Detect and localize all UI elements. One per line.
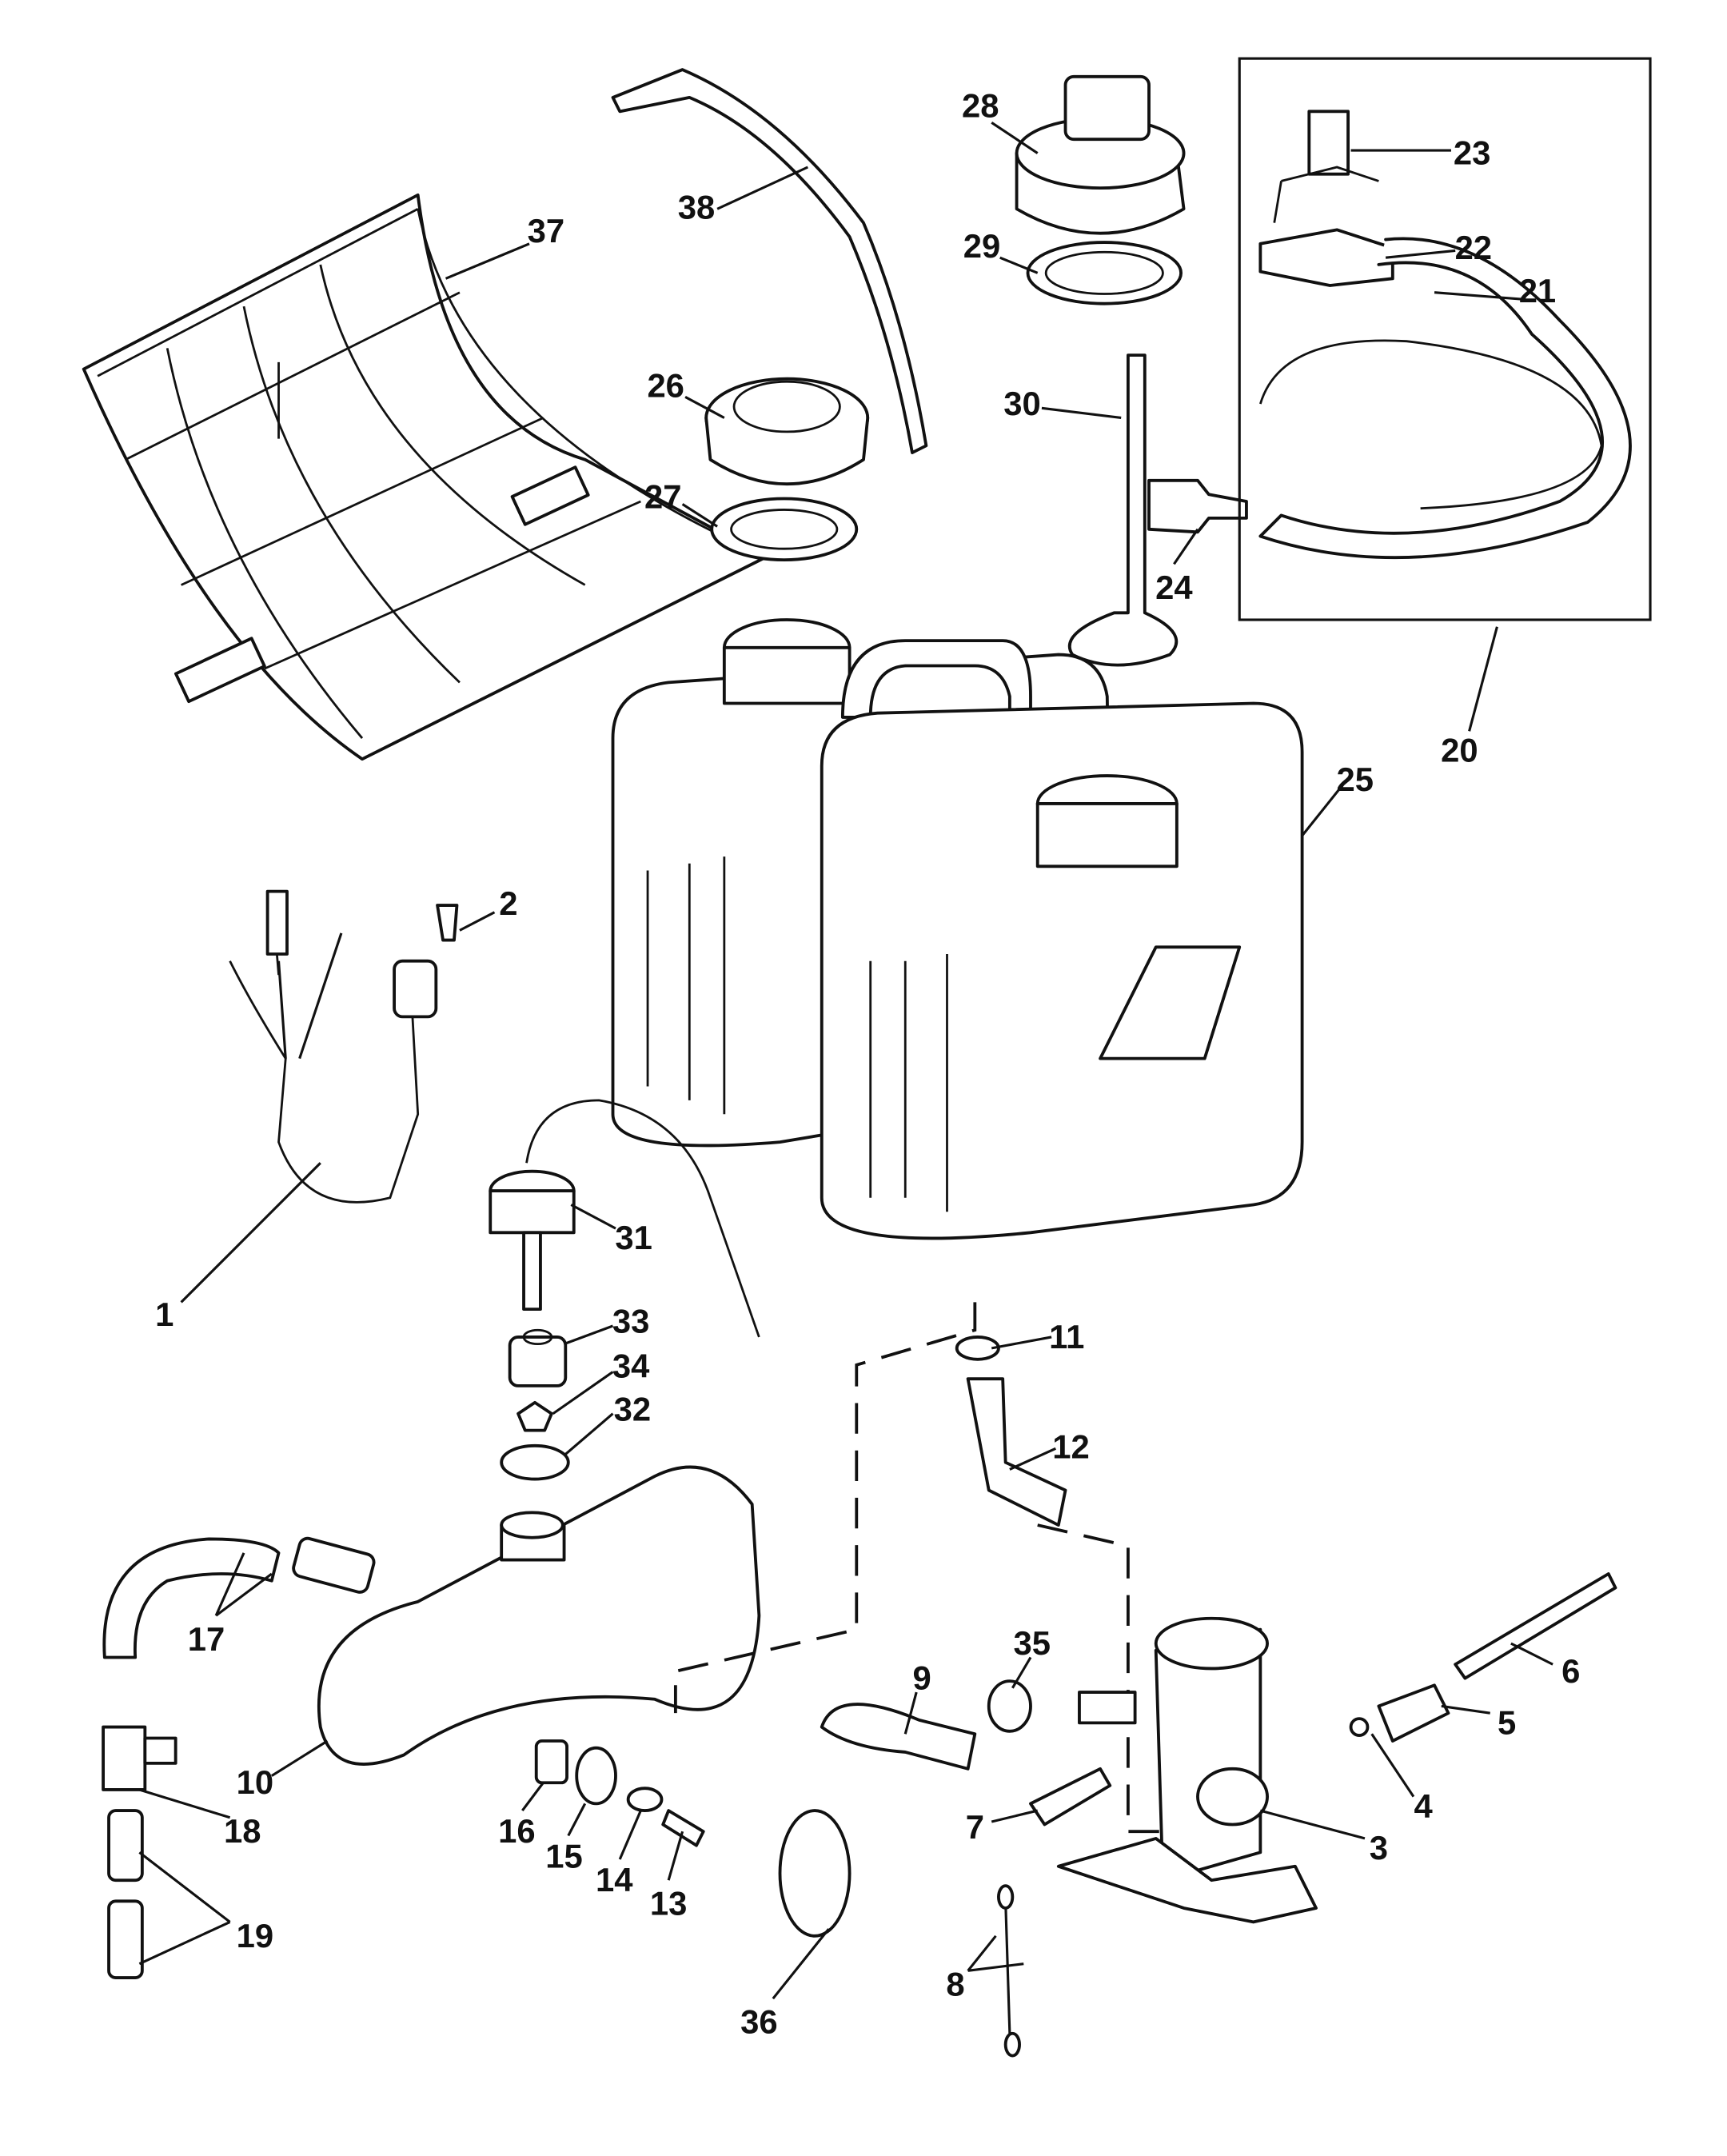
part-shaft-6: [1454, 1572, 1617, 1680]
callout-15: 15: [545, 1837, 582, 1875]
callout-34: 34: [612, 1347, 650, 1384]
callout-6: 6: [1561, 1652, 1580, 1690]
callout-37: 37: [528, 212, 564, 250]
callout-31: 31: [615, 1219, 652, 1256]
part-16: [534, 1739, 568, 1785]
callout-2: 2: [499, 884, 517, 922]
inset-box: [1238, 57, 1652, 621]
part-pickup-cap: [1015, 74, 1186, 235]
part-pickup-tube: [1067, 353, 1179, 667]
part-15: [575, 1746, 617, 1806]
part-oil-pump: [1056, 1616, 1318, 1924]
part-gasket-27: [710, 497, 859, 562]
callout-30: 30: [1003, 385, 1040, 422]
callout-22: 22: [1455, 229, 1492, 266]
callout-13: 13: [650, 1885, 687, 1922]
callout-28: 28: [962, 86, 999, 124]
part-bolt-7: [1029, 1767, 1112, 1827]
part-clamp-11: [955, 1336, 1000, 1361]
part-bushing-5: [1377, 1683, 1450, 1743]
callout-11: 11: [1049, 1318, 1084, 1355]
part-screw-2: [436, 904, 459, 942]
callout-29: 29: [963, 227, 1000, 265]
callout-1: 1: [155, 1296, 173, 1333]
part-oil-reservoir: [102, 1465, 761, 1766]
callout-25: 25: [1337, 761, 1374, 798]
part-clamp-36: [778, 1809, 852, 1938]
callout-26: 26: [647, 366, 684, 404]
callout-3: 3: [1370, 1829, 1388, 1867]
callout-14: 14: [596, 1861, 633, 1898]
part-tee-fitting: [102, 1725, 177, 1979]
callout-35: 35: [1013, 1624, 1050, 1662]
part-gasket-29: [1026, 241, 1183, 305]
callout-19: 19: [237, 1917, 273, 1954]
callout-21: 21: [1519, 272, 1556, 309]
part-fitting-24: [1147, 478, 1248, 534]
part-screw-13: [661, 1809, 705, 1847]
callout-36: 36: [740, 2003, 777, 2041]
callout-24: 24: [1155, 569, 1193, 606]
callout-23: 23: [1454, 134, 1490, 172]
callout-7: 7: [966, 1808, 984, 1846]
part-oil-tank: [611, 618, 1304, 1240]
part-tray-frame: [82, 193, 768, 761]
callout-4: 4: [1414, 1787, 1433, 1825]
part-link-8: [997, 1884, 1021, 2058]
part-14: [626, 1787, 664, 1812]
callout-5: 5: [1498, 1703, 1516, 1741]
callout-8: 8: [946, 1966, 964, 2003]
callout-27: 27: [644, 478, 681, 516]
part-wiring-harness: [229, 361, 438, 1204]
part-washer-4: [1349, 1717, 1370, 1737]
part-hose-9: [820, 1703, 977, 1771]
part-strap: [611, 68, 928, 454]
callout-17: 17: [188, 1620, 225, 1658]
part-sender-assembly: [489, 1099, 760, 1481]
part-clamp-35: [987, 1679, 1032, 1733]
callout-9: 9: [913, 1659, 931, 1697]
callout-33: 33: [612, 1303, 649, 1340]
part-fill-cap: [704, 377, 870, 485]
part-hose-12: [966, 1377, 1067, 1527]
callout-12: 12: [1052, 1427, 1089, 1465]
callout-labels: 1 2 3 4 5 6 7 8 9 10 11 12 13 14 15 16 1…: [155, 86, 1580, 2040]
callout-20: 20: [1441, 732, 1478, 769]
callout-10: 10: [237, 1763, 273, 1801]
callout-18: 18: [224, 1812, 261, 1850]
leader-lines: [138, 121, 1554, 2000]
callout-16: 16: [498, 1812, 535, 1850]
callout-32: 32: [614, 1390, 651, 1427]
callout-38: 38: [678, 188, 715, 226]
routing-dashed-line: [673, 1302, 1184, 1834]
